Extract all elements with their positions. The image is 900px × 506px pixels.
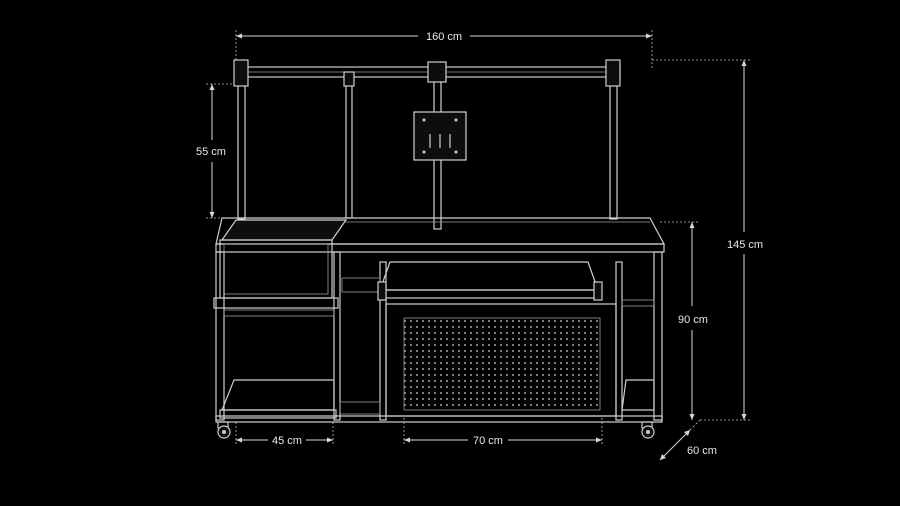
- total-width-label: 160 cm: [426, 31, 462, 43]
- upper-rack: [233, 59, 621, 230]
- counter-height-label: 90 cm: [678, 314, 708, 326]
- dimension-top-height: 55 cm: [196, 83, 240, 219]
- tray: [377, 261, 603, 301]
- casters: [217, 421, 655, 439]
- corner-joint-left: [233, 59, 249, 87]
- left-bay-label: 45 cm: [272, 435, 302, 447]
- corner-joint-right: [605, 59, 621, 87]
- hook-joint: [343, 71, 355, 87]
- total-height-label: 145 cm: [727, 239, 763, 251]
- dimension-counter-height: 90 cm: [660, 221, 708, 420]
- dimension-total-width: 160 cm: [235, 30, 653, 70]
- top-height-label: 55 cm: [196, 146, 226, 158]
- center-bay-label: 70 cm: [473, 435, 503, 447]
- dimension-left-bay: 45 cm: [235, 422, 334, 447]
- depth-label: 60 cm: [687, 445, 717, 457]
- bottom-shelves: [215, 379, 663, 423]
- perforated-panel: [385, 303, 617, 417]
- cabinet-frame: [215, 251, 663, 421]
- dimension-depth: 60 cm: [659, 419, 717, 461]
- dimension-center-bay: 70 cm: [403, 418, 603, 447]
- center-joint: [427, 61, 447, 83]
- counter-top: [215, 217, 666, 253]
- dimension-total-height: 145 cm: [652, 59, 763, 421]
- sink-basin: [213, 219, 348, 309]
